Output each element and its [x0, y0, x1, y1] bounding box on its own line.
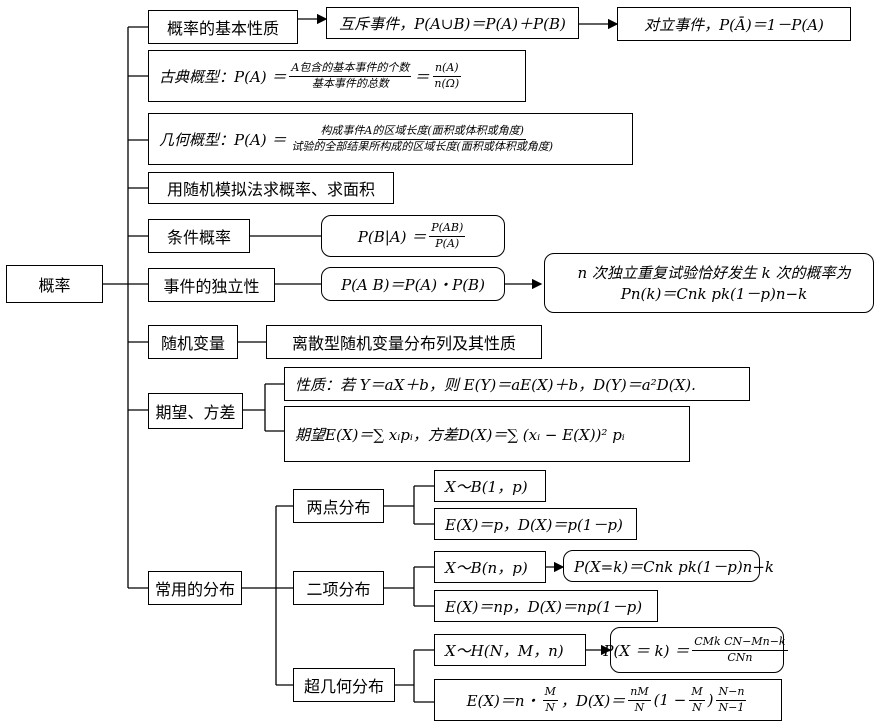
hyper-pmf-numerator: CMk CN−Mn−k	[692, 635, 788, 651]
root-node: 概率	[6, 265, 103, 303]
binomial-pmf-box: P(X=k)＝Cnk pk(1－p)n−k	[563, 550, 774, 582]
hyper-d-denominator: N	[634, 700, 645, 714]
expectation-definition-box: 期望E(X)＝∑ xᵢpᵢ，方差D(X)＝∑ (xᵢ − E(X))² pᵢ	[284, 406, 690, 462]
hyper-e-numerator: M	[542, 685, 558, 701]
classical-prefix: 古典概型：P(A) ＝	[159, 67, 287, 86]
hyper-d-mn-numerator: M	[689, 685, 705, 701]
geometric-prefix: 几何概型：P(A) ＝	[159, 130, 287, 149]
classical-numerator: A包含的基本事件的个数	[289, 61, 412, 77]
simulation-node: 用随机模拟法求概率、求面积	[148, 172, 394, 204]
hyper-d-mn-denominator: N	[692, 700, 702, 714]
geometric-numerator: 构成事件A的区域长度(面积或体积或角度)	[318, 124, 526, 140]
hyper-d-close: )	[707, 691, 714, 709]
conditional-numerator: P(AB)	[429, 221, 466, 237]
hyper-e-fraction: M N	[542, 685, 558, 714]
hyper-d-last-denominator: N−1	[718, 700, 745, 714]
hypergeometric-moments-box: E(X)＝n・ M N ，D(X)＝ nM N (1 − M N ) N−n N…	[434, 679, 782, 721]
classical-fraction-2: n(A) n(Ω)	[432, 61, 461, 90]
conditional-probability-node: 条件概率	[148, 219, 250, 253]
classical-numerator-2: n(A)	[432, 61, 461, 77]
geometric-denominator: 试验的全部结果所构成的区域长度(面积或体积或角度)	[291, 139, 553, 153]
conditional-fraction: P(AB) P(A)	[429, 221, 466, 250]
classical-equals: ＝	[414, 67, 430, 86]
two-point-node: 两点分布	[293, 489, 384, 523]
independence-formula-box: P(A B)＝P(A)・P(B)	[321, 267, 505, 301]
hyper-e-denominator: N	[545, 700, 556, 714]
geometric-fraction: 构成事件A的区域长度(面积或体积或角度) 试验的全部结果所构成的区域长度(面积或…	[289, 124, 555, 153]
exclusive-events-box: 互斥事件，P(A∪B)＝P(A)＋P(B)	[326, 7, 579, 39]
basic-properties-node: 概率的基本性质	[148, 10, 298, 44]
hypergeometric-pmf-box: P(X ＝ k) ＝ CMk CN−Mn−k CNn	[603, 627, 788, 673]
conditional-lhs: P(B|A) ＝	[357, 227, 427, 246]
common-distributions-node: 常用的分布	[148, 571, 242, 605]
bernoulli-text: n 次独立重复试验恰好发生 k 次的概率为	[577, 264, 851, 282]
conditional-denominator: P(A)	[435, 236, 460, 250]
bernoulli-formula-box: n 次独立重复试验恰好发生 k 次的概率为 Pn(k)＝Cnk pk(1－p)n…	[544, 253, 874, 313]
two-point-moments-box: E(X)＝p，D(X)＝p(1－p)	[434, 508, 637, 540]
classical-denominator-2: n(Ω)	[434, 76, 460, 90]
independence-node: 事件的独立性	[148, 268, 275, 302]
hypergeometric-dist-box: X～H(N，M，n)	[434, 634, 586, 666]
classical-fraction: A包含的基本事件的个数 基本事件的总数	[289, 61, 412, 90]
expectation-property-box: 性质：若 Y＝aX＋b，则 E(Y)＝aE(X)＋b，D(Y)＝a²D(X).	[284, 367, 750, 401]
complementary-events-box: 对立事件，P(Ā)＝1－P(A)	[617, 7, 851, 41]
classical-probability-box: 古典概型：P(A) ＝ A包含的基本事件的个数 基本事件的总数 ＝ n(A) n…	[148, 50, 526, 102]
expectation-variance-node: 期望、方差	[148, 393, 243, 429]
hyper-d-mn-fraction: M N	[689, 685, 705, 714]
binomial-node: 二项分布	[293, 571, 384, 605]
hyper-pmf-denominator: CNn	[727, 650, 753, 664]
hyper-d-last-fraction: N−n N−1	[716, 685, 747, 714]
binomial-moments-box: E(X)＝np，D(X)＝np(1－p)	[434, 590, 658, 622]
hyper-d-numerator: nM	[628, 685, 651, 701]
hyper-d-fraction: nM N	[628, 685, 651, 714]
hyper-pmf-lhs: P(X ＝ k) ＝	[603, 641, 690, 660]
hyper-e-lhs: E(X)＝n・	[466, 691, 540, 710]
discrete-distribution-box: 离散型随机变量分布列及其性质	[266, 325, 542, 359]
conditional-formula-box: P(B|A) ＝ P(AB) P(A)	[321, 215, 505, 257]
hyper-d-last-numerator: N−n	[716, 685, 747, 701]
hyper-d-lhs: ，D(X)＝	[560, 691, 626, 710]
bernoulli-formula: Pn(k)＝Cnk pk(1－p)n−k	[620, 285, 808, 303]
hypergeometric-node: 超几何分布	[293, 668, 395, 702]
hyper-d-open: (1 −	[653, 691, 687, 709]
classical-denominator: 基本事件的总数	[311, 76, 389, 90]
hyper-pmf-fraction: CMk CN−Mn−k CNn	[692, 635, 788, 664]
binomial-dist-box: X～B(n，p)	[434, 551, 546, 583]
geometric-probability-box: 几何概型：P(A) ＝ 构成事件A的区域长度(面积或体积或角度) 试验的全部结果…	[148, 113, 633, 165]
random-variable-node: 随机变量	[148, 325, 238, 359]
two-point-dist-box: X～B(1，p)	[434, 470, 546, 502]
